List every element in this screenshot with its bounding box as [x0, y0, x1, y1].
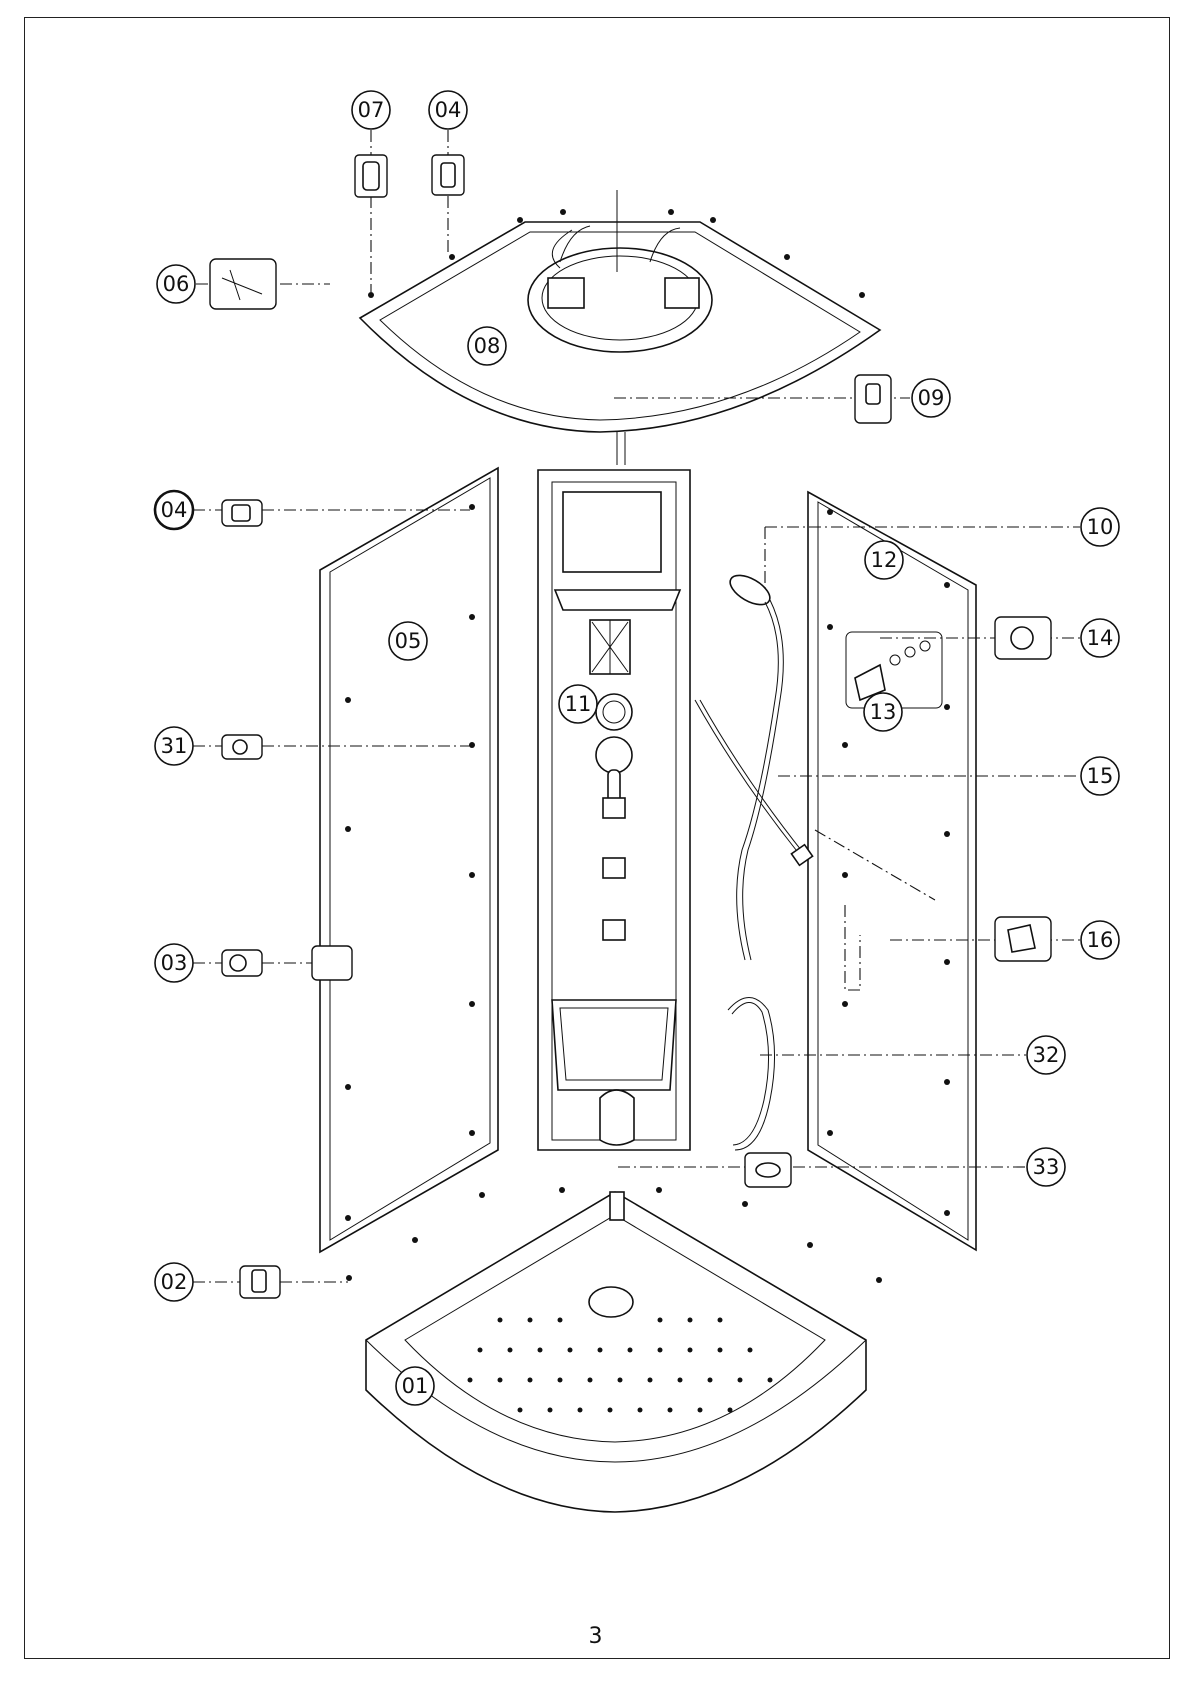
- svg-text:31: 31: [161, 734, 188, 758]
- right-side-panel: [808, 492, 976, 1250]
- callout-10: 10: [1081, 508, 1119, 546]
- callout-05: 05: [389, 622, 427, 660]
- callout-04-top: 04: [429, 91, 467, 129]
- svg-text:11: 11: [565, 692, 592, 716]
- svg-text:07: 07: [358, 98, 385, 122]
- svg-text:04: 04: [435, 98, 462, 122]
- callout-15: 15: [1081, 757, 1119, 795]
- callout-13: 13: [864, 693, 902, 731]
- svg-text:03: 03: [161, 951, 188, 975]
- roof-assembly: [360, 190, 880, 465]
- page-number: 3: [0, 1624, 1191, 1649]
- svg-text:01: 01: [402, 1374, 429, 1398]
- svg-text:10: 10: [1087, 515, 1114, 539]
- svg-text:08: 08: [474, 334, 501, 358]
- callout-07: 07: [352, 91, 390, 129]
- svg-text:04: 04: [161, 498, 188, 522]
- svg-text:33: 33: [1033, 1155, 1060, 1179]
- svg-text:15: 15: [1087, 764, 1114, 788]
- svg-text:02: 02: [161, 1270, 188, 1294]
- callout-31: 31: [155, 727, 193, 765]
- callout-03: 03: [155, 944, 193, 982]
- callout-09: 09: [912, 379, 950, 417]
- callout-06: 06: [157, 265, 195, 303]
- drain-hose: [728, 998, 775, 1151]
- svg-text:32: 32: [1033, 1043, 1060, 1067]
- svg-text:09: 09: [918, 386, 945, 410]
- callout-12: 12: [865, 541, 903, 579]
- callout-33: 33: [1027, 1148, 1065, 1186]
- callout-11: 11: [559, 685, 597, 723]
- svg-text:14: 14: [1087, 626, 1114, 650]
- callout-14: 14: [1081, 619, 1119, 657]
- svg-text:06: 06: [163, 272, 190, 296]
- central-column: [538, 470, 690, 1150]
- callout-04-left: 04: [155, 491, 193, 529]
- hand-shower: [695, 569, 813, 960]
- callout-02: 02: [155, 1263, 193, 1301]
- callout-08: 08: [468, 327, 506, 365]
- svg-text:16: 16: [1087, 928, 1114, 952]
- svg-text:05: 05: [395, 629, 422, 653]
- callout-16: 16: [1081, 921, 1119, 959]
- callout-32: 32: [1027, 1036, 1065, 1074]
- shower-tray: [366, 1192, 866, 1512]
- svg-text:13: 13: [870, 700, 897, 724]
- callout-01: 01: [396, 1367, 434, 1405]
- svg-text:12: 12: [871, 548, 898, 572]
